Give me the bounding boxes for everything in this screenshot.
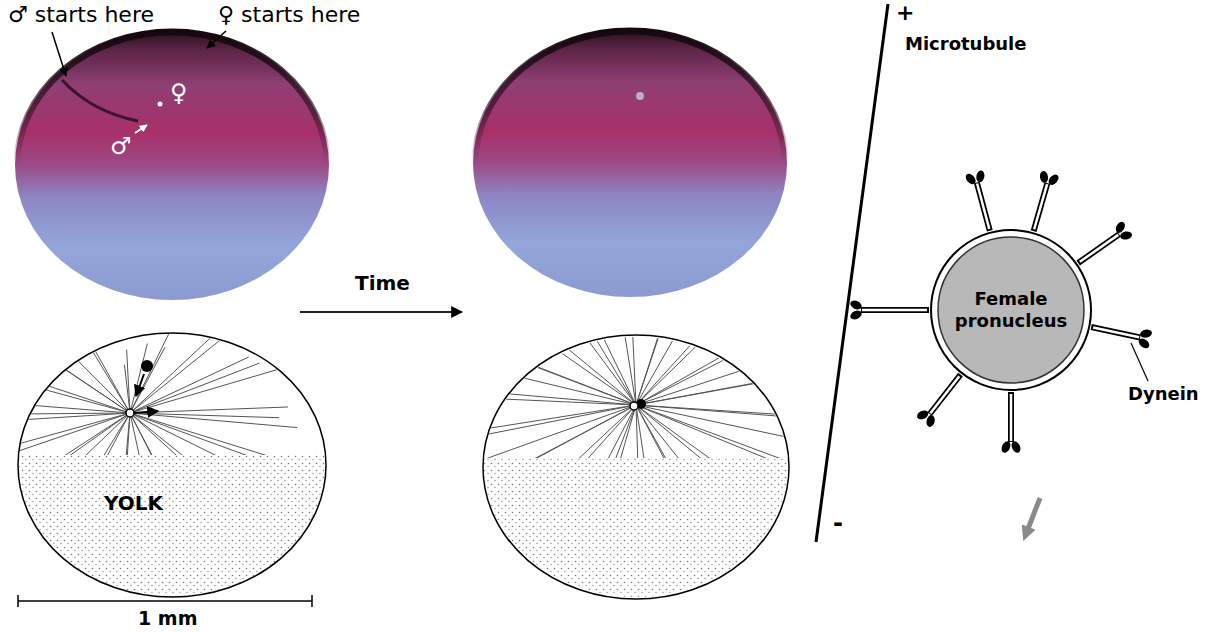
aster-ray	[130, 368, 283, 413]
aster-ray	[636, 373, 813, 405]
egg-photo	[15, 30, 329, 300]
start-label: ♂ starts here	[8, 2, 154, 27]
pronucleus-symbol: ♀	[170, 80, 188, 108]
aster-ray	[636, 333, 776, 405]
time-label: Time	[355, 272, 410, 295]
aster-ray	[130, 334, 169, 413]
microtubule-line	[816, 4, 888, 542]
aster-ray	[130, 347, 165, 413]
leader-line	[1131, 343, 1148, 381]
part-label: Microtubule	[905, 34, 1027, 55]
aster-ray	[533, 333, 636, 405]
aster-ray	[130, 357, 249, 413]
aster-ray	[458, 405, 636, 433]
aster-ray	[0, 413, 130, 414]
aster-ray	[636, 356, 785, 405]
aster-ray	[53, 336, 130, 413]
dynein-symbol	[1000, 392, 1022, 454]
aster-ray	[601, 333, 636, 405]
aster-ray	[130, 413, 279, 418]
pronucleus-circle: Female pronucleus	[929, 228, 1093, 392]
dynein-symbol	[1023, 168, 1062, 234]
dynein-symbol	[1089, 316, 1154, 351]
leader-arrow	[207, 31, 226, 48]
aster-ray	[127, 413, 130, 459]
aster-ray	[480, 405, 636, 436]
aster-ray	[483, 405, 636, 460]
dynein-motors	[849, 168, 1154, 454]
aster-ray	[568, 313, 636, 405]
aster-ray	[0, 413, 130, 424]
aster-ray	[636, 374, 802, 405]
aster-ray	[130, 332, 216, 413]
aster-ray	[124, 365, 130, 413]
part-label: Dynein	[1128, 384, 1199, 405]
aster-ray	[636, 405, 783, 465]
polarity-sign: +	[896, 0, 914, 25]
aster-ray	[636, 336, 757, 405]
dynein-symbol	[963, 168, 1001, 234]
pronucleus-symbol: ♂	[110, 133, 132, 161]
aster-ray	[127, 350, 130, 413]
dynein-symbol	[1072, 218, 1136, 272]
egg-schematic	[0, 332, 340, 605]
aster-ray	[583, 317, 636, 405]
aster-ray	[0, 413, 130, 460]
egg-photo	[473, 29, 787, 297]
motion-arrow	[1026, 498, 1040, 534]
aster-ray	[0, 364, 130, 413]
time-arrow	[300, 311, 462, 313]
aster-ray	[130, 344, 147, 413]
aster-ray	[130, 407, 288, 413]
polarity-sign: -	[833, 510, 843, 538]
dynein-symbol	[849, 299, 929, 321]
aster-ray	[130, 413, 270, 457]
scale-label: 1 mm	[138, 608, 197, 630]
region-label: YOLK	[104, 492, 163, 515]
start-label: ♀ starts here	[218, 2, 360, 27]
leader-arrow	[52, 32, 66, 76]
node-label: Female pronucleus	[951, 288, 1071, 331]
dynein-symbol	[913, 368, 969, 431]
aster-ray	[464, 390, 636, 405]
aster-ray	[623, 326, 636, 405]
egg-schematic	[452, 313, 817, 608]
scale-bar	[18, 595, 312, 607]
